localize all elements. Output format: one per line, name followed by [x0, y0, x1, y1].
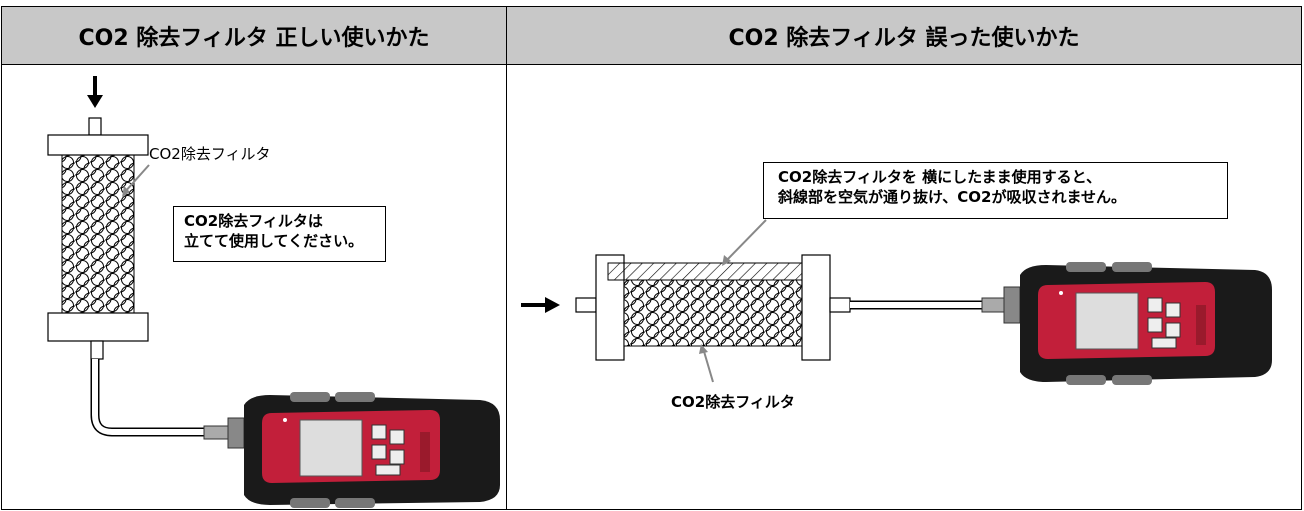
note-correct-line2: 立てて使用してください。 — [184, 232, 364, 250]
note-incorrect-line2: 斜線部を空気が通り抜け、CO2が吸収されません。 — [778, 188, 1126, 206]
flow-arrow-right-icon — [521, 297, 560, 313]
filter-label-left: CO2除去フィルタ — [149, 145, 271, 163]
tube-left — [90, 359, 205, 437]
horizontal-co2-filter — [575, 254, 851, 361]
usage-note-correct: CO2除去フィルタは 立てて使用してください。 — [173, 206, 386, 262]
vertical-co2-filter — [47, 117, 149, 360]
note-incorrect-line1: CO2除去フィルタを 横にしたまま使用すると、 — [778, 168, 1102, 186]
header-incorrect-usage: CO2 除去フィルタ 誤った使いかた — [506, 6, 1302, 65]
filter-pointer-left — [122, 164, 150, 197]
filter-pointer-bottom — [699, 344, 714, 383]
usage-note-incorrect: CO2除去フィルタを 横にしたまま使用すると、 斜線部を空気が通り抜け、CO2が… — [763, 162, 1228, 219]
note-correct-line1: CO2除去フィルタは — [184, 212, 323, 230]
hatch-pointer — [722, 219, 767, 266]
header-correct-usage: CO2 除去フィルタ 正しい使いかた — [1, 6, 507, 65]
flow-arrow-down-icon — [87, 76, 103, 108]
column-divider — [506, 6, 507, 510]
gas-detector-right — [981, 262, 1272, 385]
filter-label-bottom: CO2除去フィルタ — [671, 393, 795, 411]
gas-detector-left — [203, 392, 500, 508]
